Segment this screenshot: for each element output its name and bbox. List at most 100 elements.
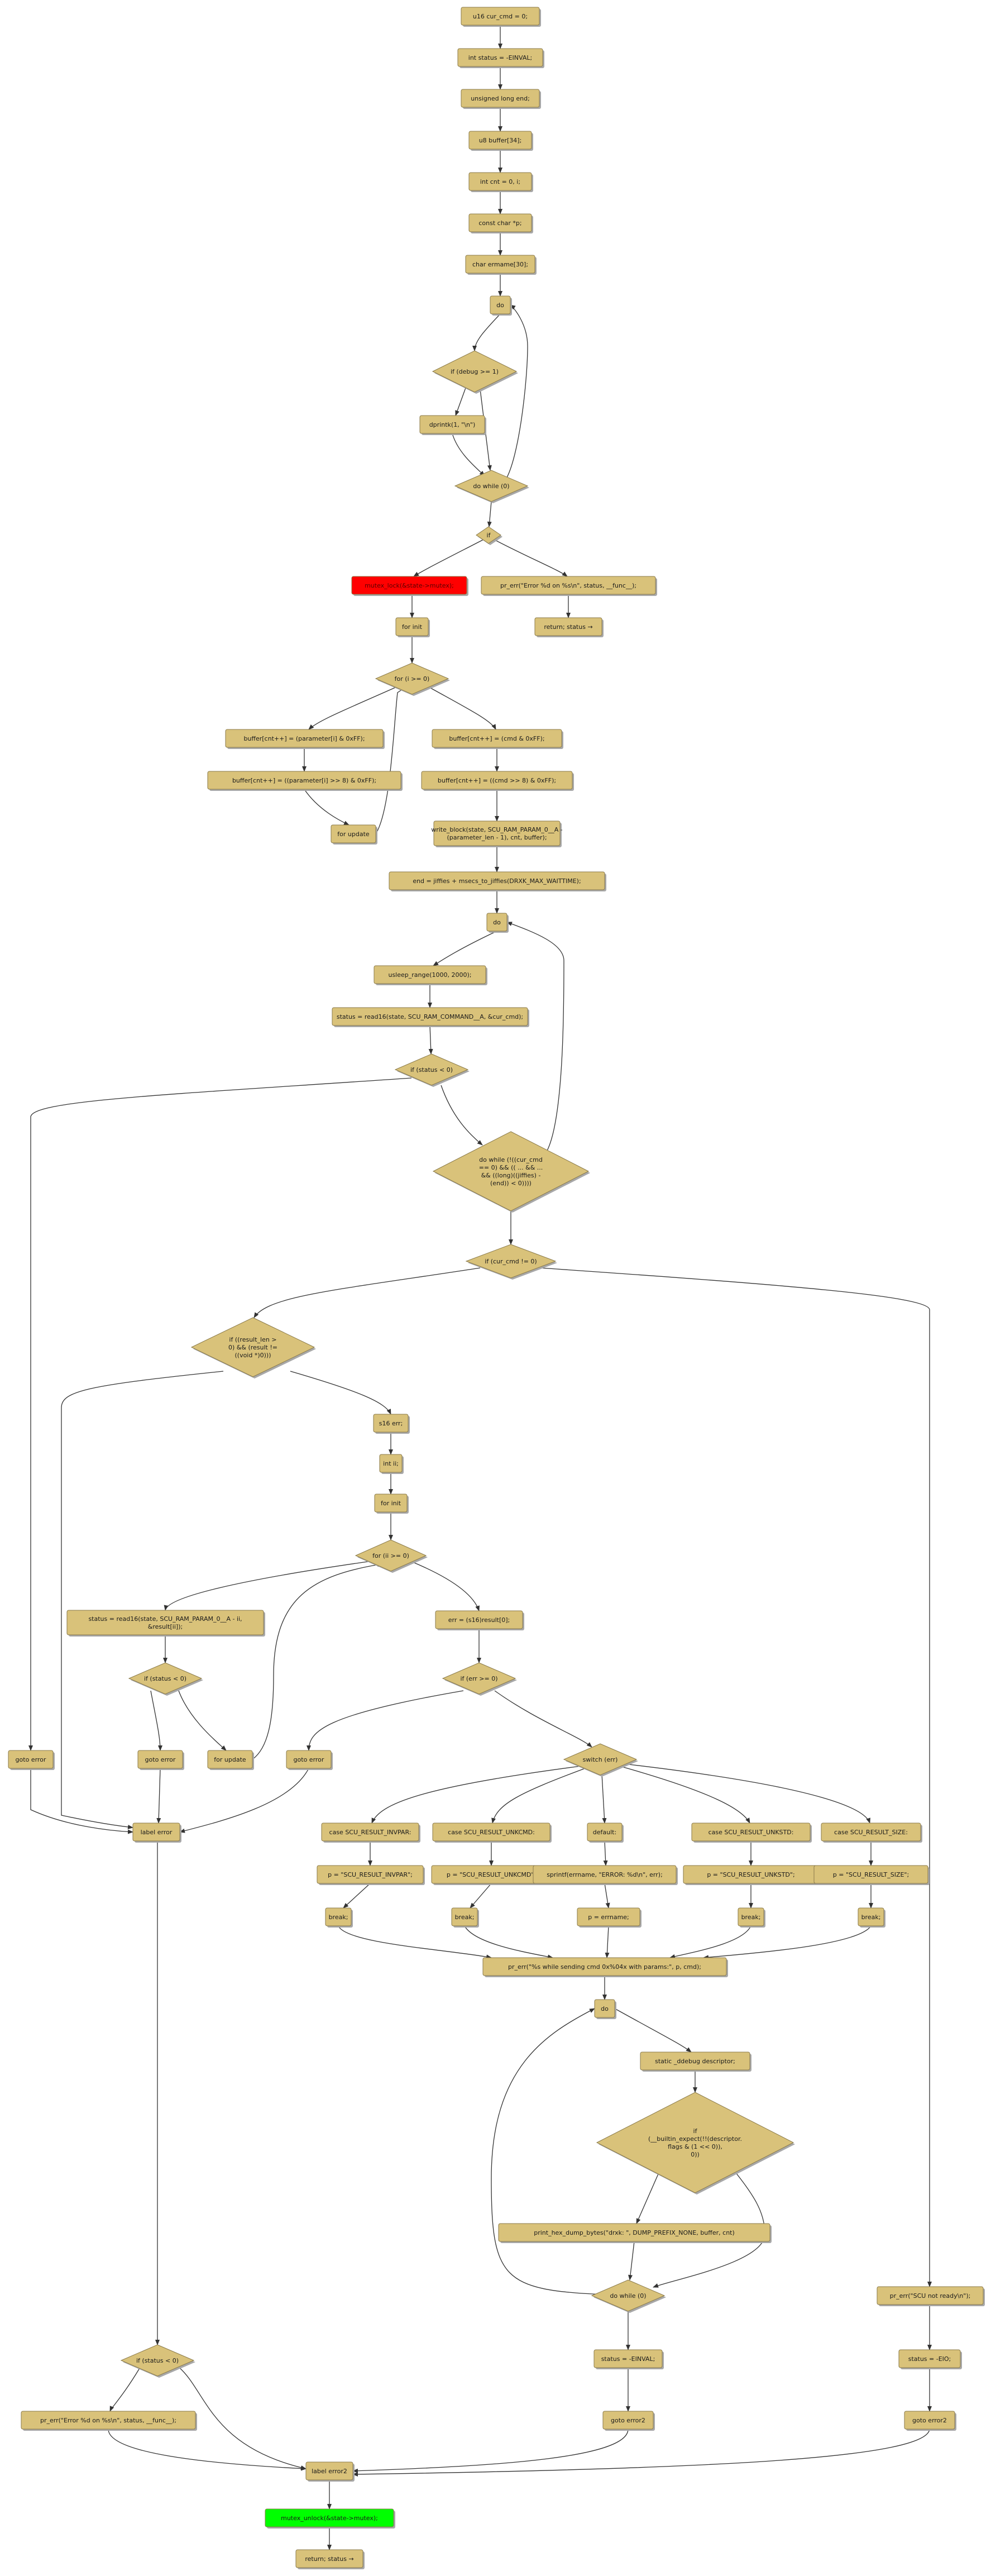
node-n70[interactable]: status = -EIO; <box>898 2349 962 2369</box>
node-n20[interactable]: buffer[cnt++] = ((parameter[i] >> 8) & 0… <box>207 771 403 791</box>
node-n19[interactable]: buffer[cnt++] = (cmd & 0xFF); <box>432 729 563 749</box>
node-n31[interactable]: if ((result_len >0) && (result !=((void … <box>190 1317 316 1378</box>
node-n4[interactable]: u8 buffer[34]; <box>468 131 533 151</box>
node-n37[interactable]: err = (s16)result[0]; <box>435 1610 524 1630</box>
node-n34[interactable]: for init <box>374 1494 409 1514</box>
node-n7[interactable]: char ermame[30]; <box>465 255 537 275</box>
node-n47[interactable]: case SCU_RESULT_UNKCMD: <box>432 1823 552 1843</box>
edge-90 <box>352 2429 930 2477</box>
node-n10[interactable]: dprintk(1, "\n") <box>419 415 486 435</box>
node-n54[interactable]: p = "SCU_RESULT_UNKSTD"; <box>683 1865 820 1885</box>
node-n59[interactable]: break; <box>738 1907 765 1928</box>
node-n66[interactable]: do while (0) <box>591 2279 666 2313</box>
node-box <box>419 415 485 434</box>
node-n75[interactable]: mutex_unlock(&state->mutex); <box>265 2508 395 2529</box>
node-n26[interactable]: usleep_range(1000, 2000); <box>374 965 487 985</box>
node-n39[interactable]: if (err >= 0) <box>442 1662 517 1696</box>
node-n58[interactable]: p = errname; <box>577 1907 641 1928</box>
node-n62[interactable]: do <box>594 1999 616 2019</box>
node-box <box>374 965 486 984</box>
node-label: mutex_unlock(&state->mutex); <box>281 2515 378 2522</box>
node-n51[interactable]: p = "SCU_RESULT_INVPAR"; <box>317 1865 425 1885</box>
node-n13[interactable]: mutex_lock(&state->mutex); <box>351 576 468 596</box>
node-n38[interactable]: if (status < 0) <box>128 1662 203 1696</box>
node-n42[interactable]: for update <box>207 1750 254 1770</box>
node-label: if (status < 0) <box>136 2357 179 2364</box>
edge-57 <box>619 1766 750 1824</box>
node-n52[interactable]: p = "SCU_RESULT_UNKCMD"; <box>431 1865 553 1885</box>
node-n44[interactable]: switch (err) <box>563 1743 638 1777</box>
node-n32[interactable]: s16 err; <box>373 1414 410 1434</box>
node-box <box>594 1999 615 2018</box>
node-label: status = -EIO; <box>908 2355 951 2363</box>
node-n23[interactable]: write_block(state, SCU_RAM_PARAM_0__A -(… <box>431 820 563 847</box>
node-n67[interactable]: pr_err("SCU not ready\n"); <box>877 2286 985 2306</box>
node-n21[interactable]: buffer[cnt++] = ((cmd >> 8) & 0xFF); <box>421 771 574 791</box>
node-n61[interactable]: pr_err("%s while sending cmd 0x%04x with… <box>482 1957 728 1977</box>
node-label: p = "SCU_RESULT_SIZE"; <box>833 1871 909 1878</box>
node-n27[interactable]: status = read16(state, SCU_RAM_COMMAND__… <box>332 1007 529 1027</box>
node-n15[interactable]: for init <box>395 617 430 637</box>
node-n29[interactable]: do while (!((cur_cmd== 0) && (( ... && .… <box>432 1131 590 1213</box>
node-n73[interactable]: goto error2 <box>904 2411 956 2431</box>
node-label: do <box>493 919 501 926</box>
node-box <box>325 1907 352 1926</box>
node-box <box>225 729 384 748</box>
node-n1[interactable]: u16 cur_cmd = 0; <box>461 7 541 27</box>
node-n35[interactable]: for (ii >= 0) <box>355 1539 428 1573</box>
node-n18[interactable]: buffer[cnt++] = (parameter[i] & 0xFF); <box>225 729 385 749</box>
node-box <box>137 1750 183 1769</box>
edge-48 <box>252 1562 383 1760</box>
node-n55[interactable]: p = "SCU_RESULT_SIZE"; <box>813 1865 930 1885</box>
node-n50[interactable]: case SCU_RESULT_SIZE: <box>821 1823 922 1843</box>
node-n63[interactable]: static _ddebug descriptor; <box>640 2052 751 2072</box>
node-n2[interactable]: int status = -EINVAL; <box>457 48 544 68</box>
node-n71[interactable]: pr_err("Error %d on %s\n", status, __fun… <box>21 2411 197 2431</box>
node-n16[interactable]: return; status → <box>534 617 604 637</box>
node-n43[interactable]: goto error <box>286 1750 333 1770</box>
node-box <box>374 1494 408 1513</box>
node-n69[interactable]: status = -EINVAL; <box>593 2349 664 2369</box>
node-n46[interactable]: case SCU_RESULT_INVPAR: <box>321 1823 420 1843</box>
node-n3[interactable]: unsigned long end; <box>461 89 541 109</box>
node-n5[interactable]: int cnt = 0, i; <box>468 172 533 192</box>
node-n33[interactable]: int ii; <box>379 1454 404 1474</box>
node-label: label error <box>141 1829 173 1836</box>
node-n12[interactable]: if <box>476 526 502 545</box>
node-n49[interactable]: case SCU_RESULT_UNKSTD: <box>691 1823 812 1843</box>
node-n64[interactable]: if(__builtin_expect(!!(descriptor.flags … <box>596 2092 795 2195</box>
node-label: buffer[cnt++] = ((cmd >> 8) & 0xFF); <box>438 777 556 784</box>
node-box <box>317 1865 424 1884</box>
node-n57[interactable]: break; <box>451 1907 479 1928</box>
node-n6[interactable]: const char *p; <box>468 213 533 233</box>
node-label: goto error2 <box>611 2417 645 2424</box>
node-n48[interactable]: default: <box>587 1823 624 1843</box>
node-n74[interactable]: label error2 <box>305 2461 355 2482</box>
node-n72[interactable]: goto error2 <box>602 2411 655 2431</box>
node-n9[interactable]: if (debug >= 1) <box>432 350 518 394</box>
node-n68[interactable]: if (status < 0) <box>120 2344 195 2378</box>
node-n40[interactable]: goto error <box>8 1750 55 1770</box>
node-label: buffer[cnt++] = (cmd & 0xFF); <box>449 735 544 742</box>
node-n36[interactable]: status = read16(state, SCU_RAM_PARAM_0__… <box>66 1610 265 1637</box>
node-n22[interactable]: for update <box>331 824 377 845</box>
node-n53[interactable]: sprintf(errname, "ERROR: %d\n", err); <box>533 1865 678 1885</box>
node-n8[interactable]: do <box>490 295 512 316</box>
node-n56[interactable]: break; <box>325 1907 353 1928</box>
node-n17[interactable]: for (i >= 0) <box>375 662 450 696</box>
node-n24[interactable]: end = jiffies + msecs_to_jiffies(DRXK_MA… <box>389 871 606 891</box>
node-n28[interactable]: if (status < 0) <box>394 1053 470 1087</box>
edge-42 <box>164 1561 372 1611</box>
node-n45[interactable]: label error <box>132 1823 181 1843</box>
node-label: int status = -EINVAL; <box>468 54 532 61</box>
node-n25[interactable]: do <box>486 913 509 933</box>
node-n30[interactable]: if (cur_cmd != 0) <box>465 1244 557 1280</box>
node-n60[interactable]: break; <box>858 1907 885 1928</box>
node-n76[interactable]: return; status → <box>295 2549 365 2569</box>
node-label: case SCU_RESULT_UNKSTD: <box>708 1829 794 1836</box>
node-n14[interactable]: pr_err("Error %d on %s\n", status, __fun… <box>481 576 657 596</box>
node-label: for init <box>381 1500 401 1507</box>
node-n41[interactable]: goto error <box>137 1750 184 1770</box>
node-n65[interactable]: print_hex_dump_bytes("drxk: ", DUMP_PREF… <box>498 2223 772 2243</box>
node-n11[interactable]: do while (0) <box>454 470 529 503</box>
